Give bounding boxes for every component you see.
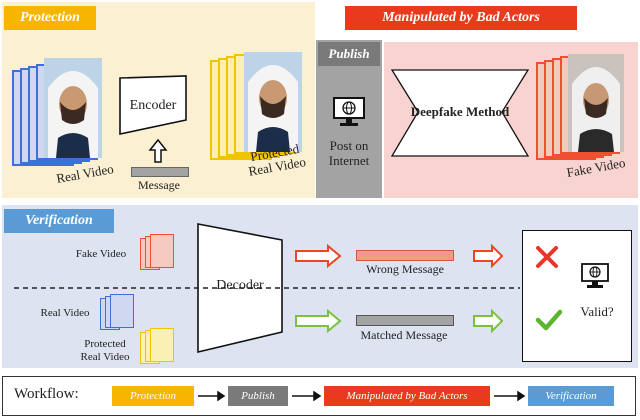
- workflow-label: Workflow:: [14, 386, 79, 402]
- workflow-step-verification: Verification: [528, 386, 614, 406]
- decoder-label: Decoder: [216, 278, 264, 293]
- message-label: Message: [138, 178, 180, 192]
- matched-message-label: Matched Message: [360, 328, 448, 342]
- workflow-step-protection: Protection: [112, 386, 194, 406]
- post-line2: Internet: [328, 153, 370, 168]
- publish-tag: Publish: [318, 42, 380, 66]
- verif-protected-line2: Real Video: [80, 351, 130, 363]
- validation-monitor-icon: [580, 262, 610, 290]
- validation-box: [522, 230, 632, 362]
- verif-real-video-label: Real Video: [40, 307, 90, 319]
- encoder-label: Encoder: [129, 98, 177, 113]
- video-frame: [110, 294, 134, 328]
- video-frame: [150, 328, 174, 362]
- verif-protected-line1: Protected: [84, 338, 126, 350]
- face-thumbnail: [244, 52, 302, 152]
- monitor-icon: [332, 96, 366, 130]
- verification-tag: Verification: [4, 209, 114, 233]
- valid-label: Valid?: [580, 304, 614, 319]
- protection-tag: Protection: [4, 6, 96, 30]
- post-line1: Post on: [329, 138, 369, 153]
- manipulated-tag: Manipulated by Bad Actors: [345, 6, 577, 30]
- message-bar: [131, 167, 189, 177]
- workflow-step-publish: Publish: [228, 386, 288, 406]
- wrong-message-bar: [356, 250, 454, 261]
- video-frame: [150, 234, 174, 268]
- verif-fake-video-label: Fake Video: [75, 248, 127, 260]
- matched-message-bar: [356, 315, 454, 326]
- deepfake-method-label: Deepfake Method: [410, 104, 510, 119]
- wrong-message-label: Wrong Message: [366, 262, 444, 276]
- face-thumbnail: [44, 58, 102, 158]
- face-thumbnail: [568, 54, 624, 152]
- post-on-internet-label: Post on Internet: [316, 138, 382, 168]
- workflow-step-manipulated: Manipulated by Bad Actors: [324, 386, 490, 406]
- verif-protected-label: Protected Real Video: [70, 338, 140, 364]
